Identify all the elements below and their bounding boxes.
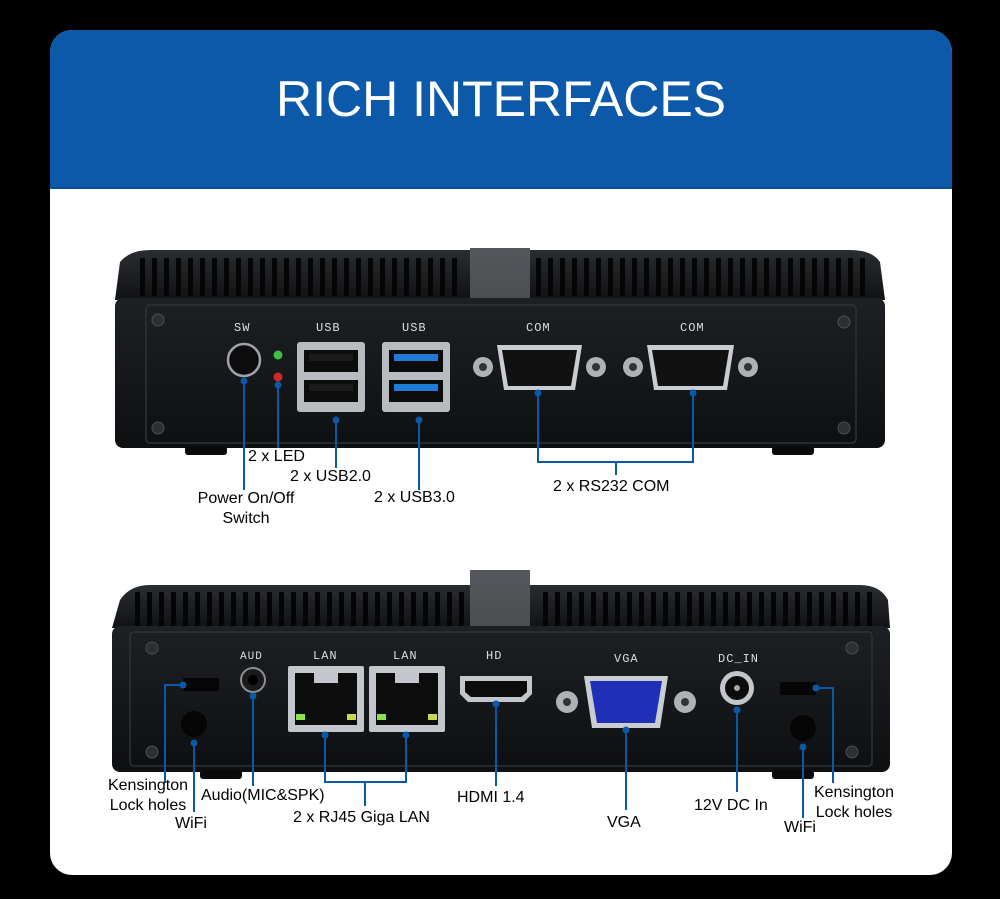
callout-dc: 12V DC In xyxy=(694,797,768,814)
banner-title: RICH INTERFACES xyxy=(275,71,727,127)
callout-vga: VGA xyxy=(607,814,641,831)
callout-power-switch-line1: Power On/Off xyxy=(197,490,295,507)
front-leader-lines xyxy=(240,377,697,490)
aud-port-label: AUD xyxy=(240,651,263,663)
front-face xyxy=(115,298,885,448)
usb3-port-label: USB xyxy=(402,321,427,335)
led-green xyxy=(273,350,283,360)
callout-hdmi: HDMI 1.4 xyxy=(457,789,525,806)
com2-port[interactable] xyxy=(623,345,758,390)
callout-led: 2 x LED xyxy=(248,448,305,465)
hdmi-port[interactable] xyxy=(460,676,532,702)
kensington-lock-left[interactable] xyxy=(183,678,219,691)
dc-port-label: DC_IN xyxy=(718,652,759,666)
lan1-port-label: LAN xyxy=(313,649,338,663)
dc-jack[interactable] xyxy=(720,671,754,705)
callout-kensington-right: Kensington Lock holes xyxy=(802,783,906,823)
kensington-lock-right[interactable] xyxy=(780,682,816,695)
sw-port-label: SW xyxy=(234,321,250,335)
callout-lan: 2 x RJ45 Giga LAN xyxy=(293,809,430,826)
callout-usb2: 2 x USB2.0 xyxy=(290,468,371,485)
usb2-ports[interactable] xyxy=(297,342,365,412)
com1-port[interactable] xyxy=(473,345,606,390)
callout-power-switch-line2: Switch xyxy=(222,510,270,527)
lan1-port[interactable] xyxy=(288,666,364,732)
power-switch[interactable] xyxy=(226,342,262,378)
vga-port-label: VGA xyxy=(614,652,639,666)
callout-kensington-left-line1: Kensington xyxy=(107,777,189,794)
usb3-ports[interactable] xyxy=(382,342,450,412)
lan2-port[interactable] xyxy=(369,666,445,732)
callout-kensington-right-line1: Kensington xyxy=(813,784,895,801)
vga-port[interactable] xyxy=(556,676,696,728)
usb2-port-label: USB xyxy=(316,321,341,335)
audio-jack[interactable] xyxy=(240,667,266,693)
hd-port-label: HD xyxy=(486,649,502,663)
wifi-antenna-right[interactable] xyxy=(790,715,816,741)
front-heatsink xyxy=(115,248,885,300)
com2-port-label: COM xyxy=(680,321,705,335)
callout-usb3: 2 x USB3.0 xyxy=(374,489,455,506)
callout-kensington-right-line2: Lock holes xyxy=(815,804,893,821)
callout-kensington-left-line2: Lock holes xyxy=(109,797,187,814)
rear-leader-lines xyxy=(164,681,834,818)
title-banner: RICH INTERFACES xyxy=(50,30,952,189)
led-red xyxy=(273,372,283,382)
rear-heatsink xyxy=(112,570,890,628)
wifi-antenna-left[interactable] xyxy=(181,711,207,737)
callout-wifi-right: WiFi xyxy=(784,819,816,836)
lan2-port-label: LAN xyxy=(393,649,418,663)
callout-com: 2 x RS232 COM xyxy=(553,478,670,495)
callout-kensington-left: Kensington Lock holes xyxy=(96,776,200,816)
callout-power-switch: Power On/Off Switch xyxy=(185,489,307,529)
callout-audio: Audio(MIC&SPK) xyxy=(201,787,325,804)
com1-port-label: COM xyxy=(526,321,551,335)
callout-wifi-left: WiFi xyxy=(175,815,207,832)
